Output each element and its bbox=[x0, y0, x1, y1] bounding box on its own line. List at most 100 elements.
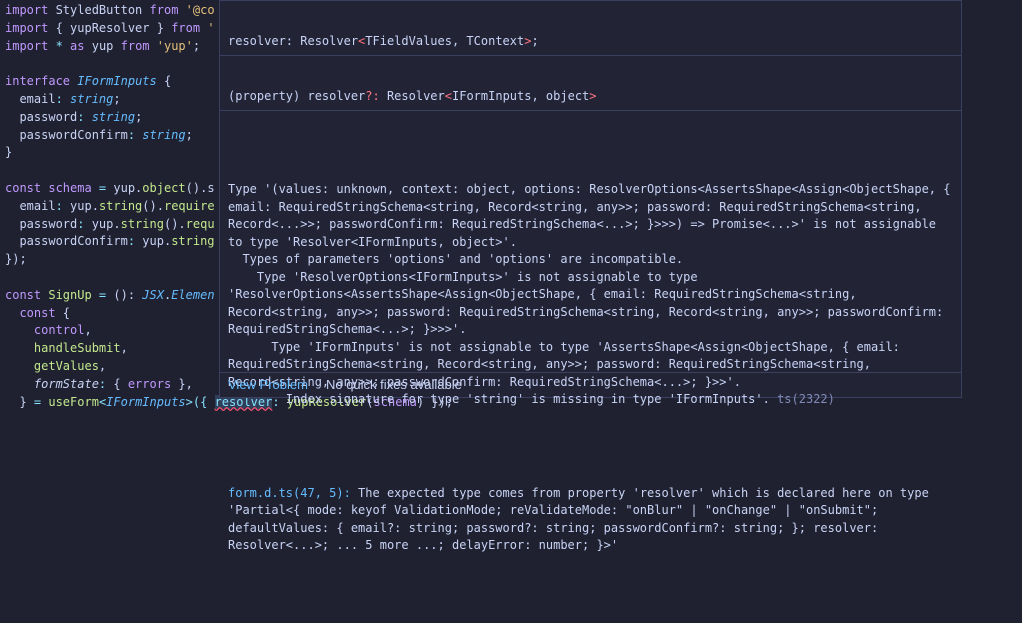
error-text: email: RequiredStringSchema<string, Reco… bbox=[228, 199, 922, 214]
code-line: const SignUp = (): JSX.Elemen bbox=[5, 287, 217, 305]
error-token[interactable]: resolver bbox=[214, 394, 273, 409]
code-token: { bbox=[156, 74, 172, 89]
code-token: string bbox=[70, 91, 114, 106]
code-token: : bbox=[127, 127, 143, 142]
related-text: 'Partial<{ mode: keyof ValidationMode; r… bbox=[228, 503, 879, 517]
error-message-line: RequiredStringSchema<string, Record<stri… bbox=[228, 356, 961, 374]
code-token: errors bbox=[127, 376, 172, 391]
code-token: JSX bbox=[142, 287, 164, 302]
error-message-line: Type 'ResolverOptions<IFormInputs>' is n… bbox=[228, 269, 961, 287]
related-info-line: defaultValues: { email?: string; passwor… bbox=[228, 520, 961, 538]
error-text: 'ResolverOptions<AssertsShape<Assign<Obj… bbox=[228, 287, 857, 301]
code-line: getValues, bbox=[5, 358, 217, 376]
code-editor[interactable]: import StyledButton from '@co import { yu… bbox=[5, 2, 453, 412]
hover-status-bar: View Problem No quick fixes available bbox=[220, 372, 961, 397]
code-token: '@co bbox=[178, 3, 215, 17]
no-quick-fixes-text: No quick fixes available bbox=[325, 377, 462, 392]
error-message-line: Type 'IFormInputs' is not assignable to … bbox=[228, 339, 961, 357]
code-token: formState bbox=[5, 376, 99, 391]
code-token: import bbox=[5, 38, 49, 53]
code-token: }, bbox=[171, 376, 193, 391]
error-message-line: Record<...>>; passwordConfirm: RequiredS… bbox=[228, 216, 961, 234]
code-token: yup. bbox=[91, 216, 121, 231]
code-token: IFormInputs bbox=[77, 74, 157, 89]
code-token: email bbox=[5, 91, 56, 106]
code-token: const bbox=[5, 180, 42, 195]
code-line: const schema = yup.object().s bbox=[5, 180, 217, 198]
property-text: (property) resolver?: Resolver<IFormInpu… bbox=[228, 88, 597, 103]
error-text: RequiredStringSchema<...>; }>>>'. bbox=[228, 322, 467, 336]
code-token: password bbox=[5, 109, 78, 124]
code-token: yup bbox=[84, 38, 121, 53]
error-text: Record<string, any>>; password: Required… bbox=[228, 304, 944, 319]
code-token: interface bbox=[5, 74, 71, 89]
code-token: passwordConfirm bbox=[5, 127, 128, 142]
signature-section: resolver: Resolver<TFieldValues, TContex… bbox=[220, 29, 961, 56]
code-line: } = useForm<IFormInputs>({ resolver: yup… bbox=[5, 394, 453, 412]
related-info-line: Resolver<...>; ... 5 more ...; delayErro… bbox=[228, 537, 961, 555]
code-token: : bbox=[55, 198, 71, 213]
code-token: string bbox=[98, 198, 143, 213]
view-problem-link[interactable]: View Problem bbox=[228, 377, 308, 392]
error-message-line: Index signature for type 'string' is mis… bbox=[228, 391, 961, 409]
error-code: ts(2322) bbox=[769, 392, 835, 406]
error-text: Type 'IFormInputs' is not assignable to … bbox=[228, 339, 900, 354]
property-section: (property) resolver?: Resolver<IFormInpu… bbox=[220, 84, 961, 111]
code-token: from bbox=[120, 38, 150, 53]
code-token: password bbox=[5, 216, 78, 231]
code-token: const bbox=[5, 305, 56, 320]
code-token: schema bbox=[41, 180, 99, 195]
code-token: ().s bbox=[185, 180, 215, 195]
code-token: * bbox=[48, 38, 71, 53]
code-token: string bbox=[91, 109, 136, 124]
code-token: } bbox=[5, 145, 13, 160]
code-line: password: yup.string().requ bbox=[5, 216, 217, 234]
code-token: import bbox=[5, 3, 49, 17]
code-token: handleSubmit bbox=[5, 341, 121, 356]
code-token: import bbox=[5, 20, 49, 35]
code-line: interface IFormInputs { bbox=[5, 73, 217, 91]
code-token: const bbox=[5, 287, 42, 302]
code-token: require bbox=[163, 198, 215, 213]
related-file-link[interactable]: form.d.ts(47, 5): bbox=[228, 485, 351, 500]
code-token: getValues bbox=[5, 358, 99, 373]
related-text: The expected type comes from property 'r… bbox=[350, 485, 929, 500]
related-text: defaultValues: { email?: string; passwor… bbox=[228, 520, 879, 535]
code-token: , bbox=[98, 358, 107, 373]
related-text: Resolver<...>; ... 5 more ...; delayErro… bbox=[228, 538, 619, 552]
related-info-line: form.d.ts(47, 5): The expected type come… bbox=[228, 485, 961, 503]
code-token: SignUp bbox=[41, 287, 99, 302]
code-token: { bbox=[55, 305, 71, 320]
error-message-line: 'ResolverOptions<AssertsShape<Assign<Obj… bbox=[228, 286, 961, 304]
code-token: }); bbox=[5, 252, 27, 267]
error-message-line: to type 'Resolver<IFormInputs, object>'. bbox=[228, 234, 961, 252]
code-token: { bbox=[113, 376, 128, 391]
code-token: yup. bbox=[113, 180, 143, 195]
code-token: : bbox=[127, 234, 143, 249]
error-message-line: Record<string, any>>; password: Required… bbox=[228, 304, 961, 322]
code-token: control bbox=[5, 323, 85, 338]
code-token: { yupResolver } bbox=[48, 20, 172, 35]
code-line: import * as yup from 'yup'; bbox=[5, 38, 217, 56]
code-token: < bbox=[98, 394, 107, 409]
code-token: : bbox=[77, 216, 92, 231]
code-token: ( bbox=[366, 394, 374, 409]
code-token: IFormInputs bbox=[106, 394, 186, 409]
code-line: control, bbox=[5, 322, 217, 340]
code-token: string bbox=[120, 216, 164, 231]
error-text: Index signature for type 'string' is mis… bbox=[228, 392, 770, 406]
code-line bbox=[5, 162, 217, 180]
code-token: : bbox=[272, 394, 287, 409]
error-message-line: RequiredStringSchema<...>; }>>>'. bbox=[228, 321, 961, 339]
code-token: StyledButton bbox=[48, 3, 150, 17]
error-message-line: email: RequiredStringSchema<string, Reco… bbox=[228, 199, 961, 217]
code-line bbox=[5, 55, 217, 73]
code-token: >({ bbox=[185, 394, 215, 409]
error-text: RequiredStringSchema<string, Record<stri… bbox=[228, 357, 871, 371]
code-token: , bbox=[120, 341, 128, 356]
error-message-line: Type '(values: unknown, context: object,… bbox=[228, 181, 961, 199]
error-text: Record<string, any>>; passwordConfirm: R… bbox=[228, 374, 741, 389]
code-token: ; bbox=[185, 127, 193, 142]
code-token: ; bbox=[113, 91, 121, 106]
code-token: string bbox=[171, 234, 215, 249]
